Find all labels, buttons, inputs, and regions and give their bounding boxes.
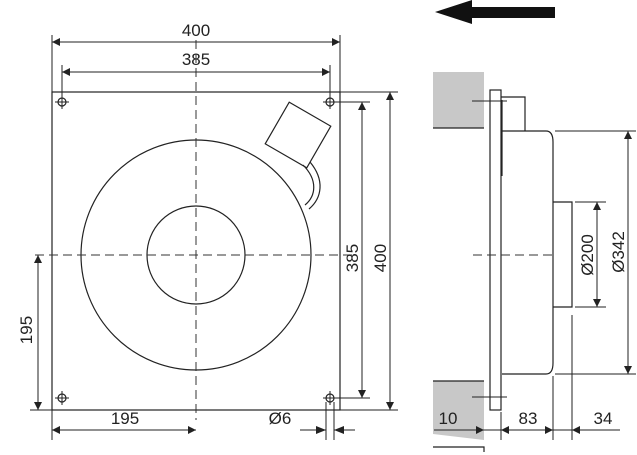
airflow-arrow-icon [435,0,555,24]
side-junction-box [501,96,526,131]
dim-height-holes: 385 [343,244,362,272]
dim-center-horizontal: 195 [111,409,139,428]
dim-wall-thickness: 10 [439,409,458,428]
junction-box [264,101,332,169]
wall-top [433,72,484,128]
dim-body-diameter: Ø342 [609,231,628,273]
dim-hub-depth: 34 [594,409,613,428]
dim-hole-diameter: Ø6 [269,409,292,428]
front-view: 400 385 385 400 195 195 Ø6 [17,21,398,440]
side-view: Ø342 Ø200 10 83 34 [433,72,636,452]
dim-center-vertical: 195 [17,316,36,344]
wall-bottom [433,381,484,440]
dim-width-holes: 385 [182,50,210,69]
dim-hub-diameter: Ø200 [578,234,597,276]
dim-width-outer: 400 [182,21,210,40]
mounting-holes [55,95,337,405]
hub [553,201,573,308]
dim-height-outer: 400 [371,244,390,272]
side-plate [489,89,502,411]
dim-body-depth: 83 [519,409,538,428]
motor-body [502,130,554,375]
